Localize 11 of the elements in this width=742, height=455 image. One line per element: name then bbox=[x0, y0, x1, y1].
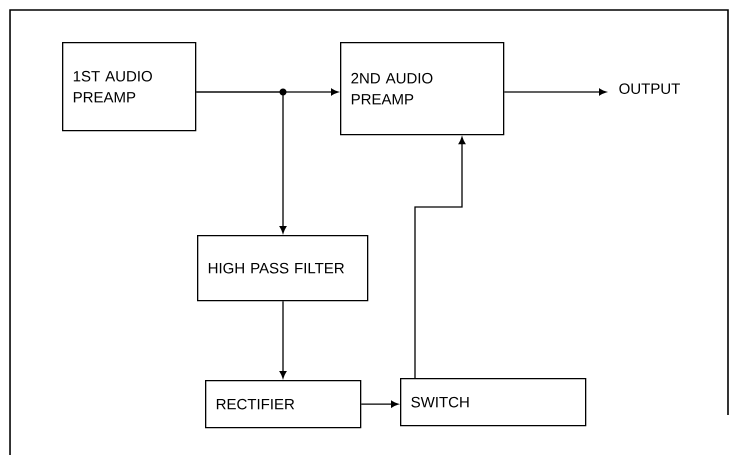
arrow bbox=[414, 136, 466, 378]
block-box: 2ND AUDIO PREAMP bbox=[340, 42, 504, 136]
arrow bbox=[280, 301, 286, 378]
block-box: RECTIFIER bbox=[205, 380, 362, 428]
block-box: HIGH PASS FILTER bbox=[197, 235, 368, 302]
arrow bbox=[196, 91, 286, 234]
arrow bbox=[504, 88, 606, 96]
block-box: 1ST AUDIO PREAMP bbox=[62, 42, 196, 132]
arrow bbox=[361, 400, 398, 408]
block-box: SWITCH bbox=[400, 378, 586, 426]
output-label: OUTPUT bbox=[619, 83, 680, 94]
